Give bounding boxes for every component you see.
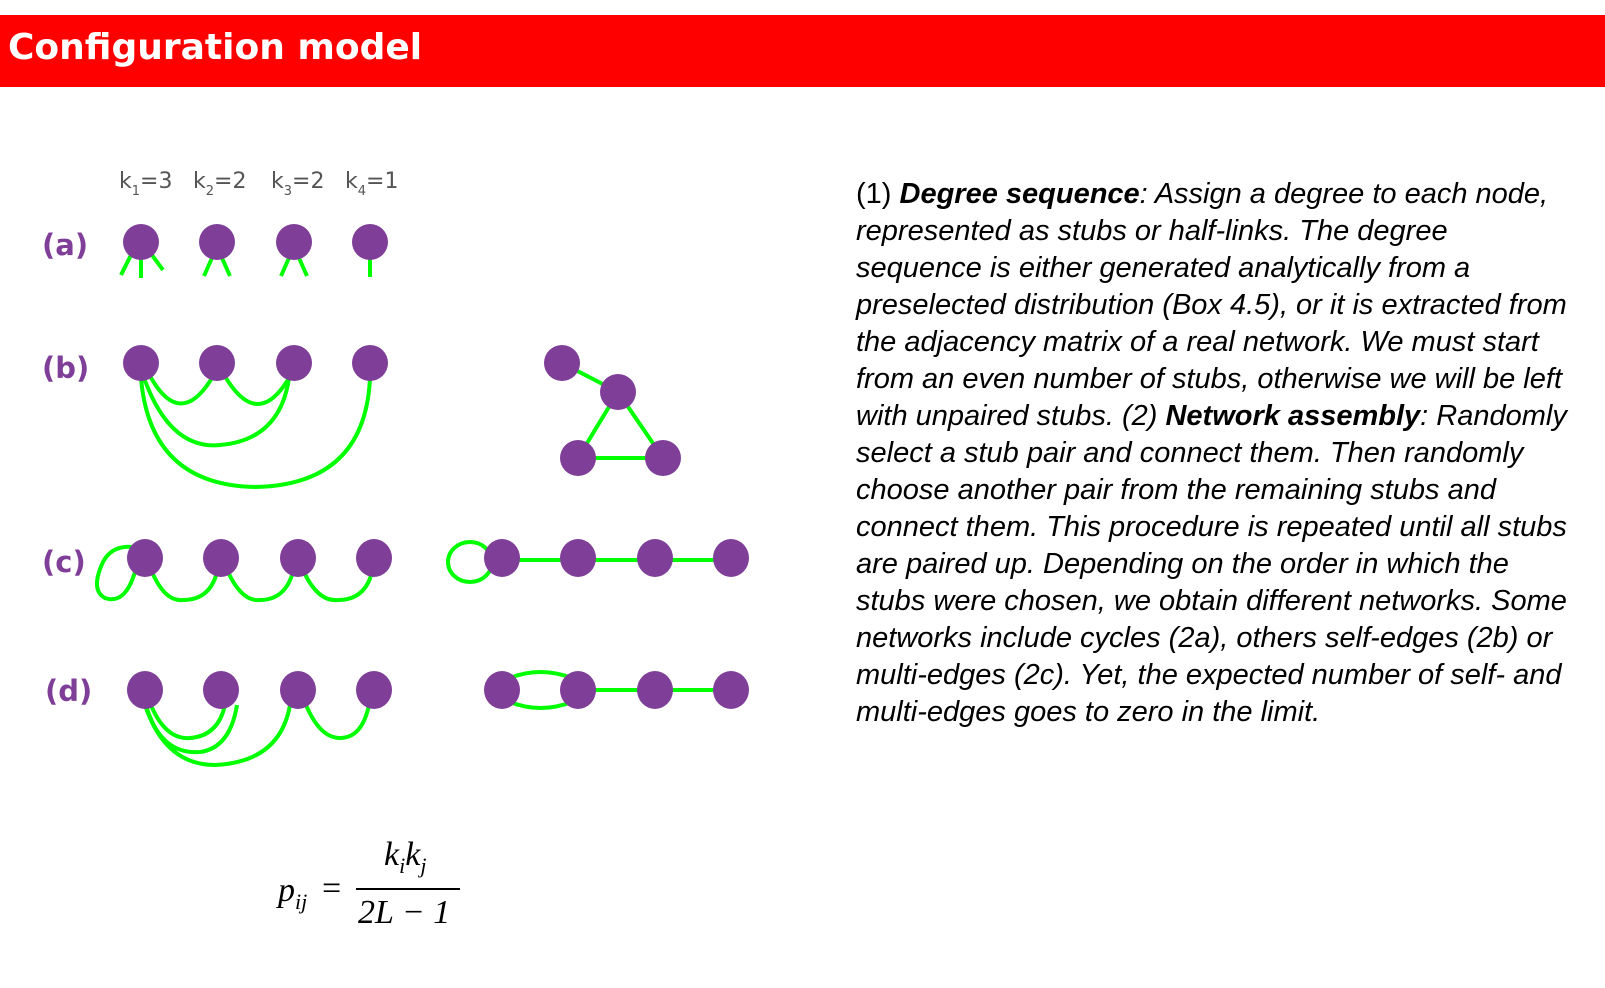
- degree-label-3: k3=2: [271, 169, 324, 199]
- formula-numerator: kikj: [384, 836, 427, 878]
- node-c4: [356, 539, 392, 577]
- degree-labels: k1=3 k2=2 k3=2 k4=1: [119, 169, 398, 199]
- edge-d-1-2a: [148, 702, 227, 741]
- node-c1: [127, 539, 163, 577]
- row-label-d: (d): [45, 674, 92, 708]
- node-b2: [199, 345, 235, 381]
- degree-label-2: k2=2: [193, 169, 246, 199]
- node-d6: [560, 671, 596, 709]
- text-part: : Assign a degree to each node, represen…: [856, 178, 1567, 432]
- edge-c-2-3: [226, 571, 295, 603]
- slide-title: Configuration model: [8, 27, 423, 68]
- degree-label-4: k4=1: [345, 169, 398, 199]
- formula-lhs: pij: [278, 872, 308, 914]
- node-c6: [560, 539, 596, 577]
- node-c3: [280, 539, 316, 577]
- edge-b-2-3: [224, 376, 291, 406]
- stubs-a: [119, 249, 372, 278]
- description-text: (1) Degree sequence: Assign a degree to …: [856, 176, 1576, 731]
- node-c8: [713, 539, 749, 577]
- edge-d-3-4: [304, 704, 371, 741]
- edge-b-1-3: [142, 377, 291, 448]
- self-loop-c: [95, 544, 137, 602]
- formula-denominator: 2L − 1: [358, 894, 451, 931]
- edge-c-3-4: [302, 571, 374, 603]
- edge-c-1-2: [150, 571, 219, 603]
- node-b4: [352, 345, 388, 381]
- nodes: [123, 224, 749, 709]
- edges: [95, 249, 731, 768]
- node-a2: [199, 224, 235, 260]
- title-bar: Configuration model: [0, 15, 1605, 87]
- node-d5: [484, 671, 520, 709]
- configuration-model-diagram: k1=3 k2=2 k3=2 k4=1 (a) (b) (c) (d): [42, 169, 749, 768]
- node-d7: [637, 671, 673, 709]
- edge-b-1-4: [139, 377, 372, 490]
- node-d8: [713, 671, 749, 709]
- node-d2: [203, 671, 239, 709]
- node-b3: [276, 345, 312, 381]
- node-a3: [276, 224, 312, 260]
- node-d4: [356, 671, 392, 709]
- heading-degree-sequence: Degree sequence: [899, 178, 1140, 210]
- node-d1: [127, 671, 163, 709]
- text-part: (1): [856, 178, 900, 210]
- formula-equals: =: [322, 870, 342, 907]
- node-d3: [280, 671, 316, 709]
- node-a1: [123, 224, 159, 260]
- row-label-c: (c): [42, 545, 86, 579]
- node-tri4: [645, 440, 681, 476]
- node-c2: [203, 539, 239, 577]
- edge-d-1-3: [143, 704, 292, 768]
- degree-label-1: k1=3: [119, 169, 172, 199]
- heading-network-assembly: Network assembly: [1165, 400, 1421, 432]
- fraction-bar: [356, 888, 460, 890]
- node-a4: [352, 224, 388, 260]
- node-tri3: [560, 440, 596, 476]
- row-label-b: (b): [42, 351, 89, 385]
- node-tri1: [544, 345, 580, 381]
- node-tri2: [600, 374, 636, 410]
- text-part: : Randomly select a stub pair and connec…: [856, 400, 1567, 728]
- edge-b-1-2: [148, 375, 214, 406]
- node-b1: [123, 345, 159, 381]
- node-c5: [484, 539, 520, 577]
- row-label-a: (a): [42, 228, 88, 262]
- node-c7: [637, 539, 673, 577]
